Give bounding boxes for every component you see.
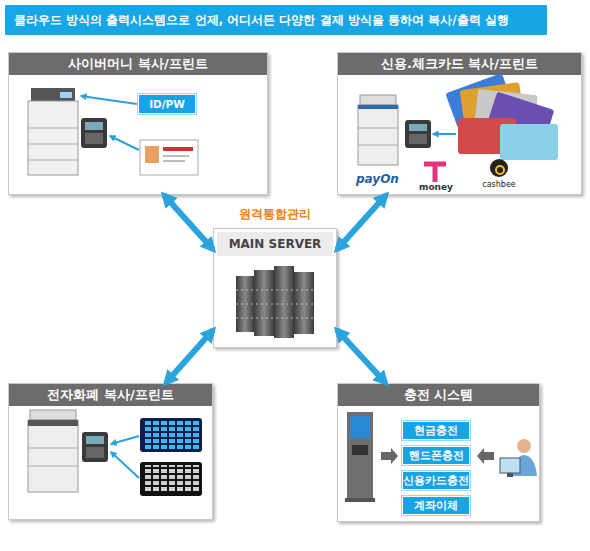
- payment-label: ID/PW: [138, 94, 196, 114]
- card-pattern: [143, 465, 199, 493]
- kiosk-screen: [350, 416, 370, 438]
- header-text: 신용.체크카드 복사/프린트: [338, 53, 581, 75]
- card-reader: [81, 118, 107, 148]
- reader-keypad: [86, 447, 104, 458]
- kiosk-base: [345, 498, 375, 502]
- card-line: [163, 155, 189, 157]
- header-text: 충전 시스템: [338, 384, 539, 406]
- label-text: ID/PW: [149, 98, 185, 110]
- tray-line: [28, 160, 78, 161]
- scanner-lid: [360, 95, 396, 105]
- tray-line: [358, 128, 398, 129]
- kiosk-illustration: [345, 412, 375, 502]
- rack-slot: [236, 290, 314, 291]
- card-pattern: [143, 421, 199, 449]
- payment-label: 현금충전: [402, 421, 470, 440]
- header-text: MAIN SERVER: [217, 232, 333, 256]
- rack-slot: [236, 318, 314, 319]
- logo-text: money: [418, 182, 454, 192]
- tray-line: [358, 145, 398, 146]
- reader-body: [81, 118, 107, 148]
- payment-label: 핸드폰충전: [402, 446, 470, 465]
- reader-screen: [86, 436, 104, 444]
- header-text: 전자화폐 복사/프린트: [9, 384, 212, 406]
- server-rack: [274, 266, 294, 338]
- logo-text: payOn: [356, 172, 406, 186]
- scanner-lid: [31, 88, 75, 101]
- card-photo: [145, 146, 159, 163]
- payment-label: 계좌이체: [402, 496, 470, 515]
- credit-card: [500, 124, 558, 160]
- logo-text: cashbee: [479, 180, 519, 189]
- double-arrow-connector: [337, 330, 386, 383]
- label-text: 계좌이체: [414, 499, 458, 513]
- kiosk-slot: [352, 445, 368, 455]
- tray-line: [28, 144, 78, 145]
- payment-label: 신용카드충전: [402, 471, 470, 490]
- scanner-lid: [30, 410, 76, 420]
- label-text: 핸드폰충전: [409, 449, 464, 463]
- card-reader: [82, 432, 108, 462]
- server-rack-illustration: [236, 266, 314, 338]
- control-panel: [60, 92, 72, 98]
- card-reader: [405, 120, 431, 148]
- card-line: [163, 160, 185, 162]
- printer-body: [28, 101, 78, 175]
- cashbee-logo: [490, 159, 508, 177]
- reader-screen: [409, 124, 427, 131]
- tray-line: [28, 448, 78, 449]
- printer-illustration: [358, 95, 398, 165]
- printer-illustration: [28, 88, 78, 175]
- reader-body: [405, 120, 431, 148]
- server-rack: [294, 272, 314, 334]
- emoney-card: [140, 418, 202, 452]
- printer-accent: [358, 105, 398, 109]
- server-rack: [254, 270, 274, 336]
- double-arrow-connector: [164, 195, 213, 250]
- double-arrow-connector: [337, 195, 386, 250]
- printer-body: [358, 105, 398, 165]
- caption-text: 원격통합관리: [194, 206, 356, 223]
- header-text: 사이버머니 복사/프린트: [9, 53, 267, 75]
- reader-screen: [85, 122, 103, 130]
- reader-body: [82, 432, 108, 462]
- tray-line: [28, 466, 78, 467]
- id-card: [140, 140, 198, 175]
- leader-arrow: [433, 133, 456, 135]
- copier-body: [28, 420, 78, 492]
- copier-band: [28, 420, 78, 426]
- label-text: 현금충전: [414, 424, 458, 438]
- kiosk-body: [347, 412, 373, 500]
- cashbee-logo-mark: [496, 166, 504, 174]
- reader-keypad: [409, 134, 427, 144]
- card-stripe: [163, 147, 193, 151]
- double-arrow-connector: [166, 330, 213, 383]
- card-body: [140, 140, 198, 175]
- copier-illustration: [28, 410, 78, 492]
- title-banner: 클라우드 방식의 출력시스템으로 언제, 어디서든 다양한 결제 방식을 통하여…: [5, 5, 547, 35]
- user-monitor: [500, 458, 520, 473]
- reader-keypad: [85, 133, 103, 144]
- emoney-card: [140, 462, 202, 496]
- monitor-stand: [507, 473, 513, 477]
- tray-line: [28, 128, 78, 129]
- rack-slot: [236, 304, 314, 305]
- label-text: 신용카드충전: [403, 474, 469, 488]
- user-head: [517, 439, 531, 453]
